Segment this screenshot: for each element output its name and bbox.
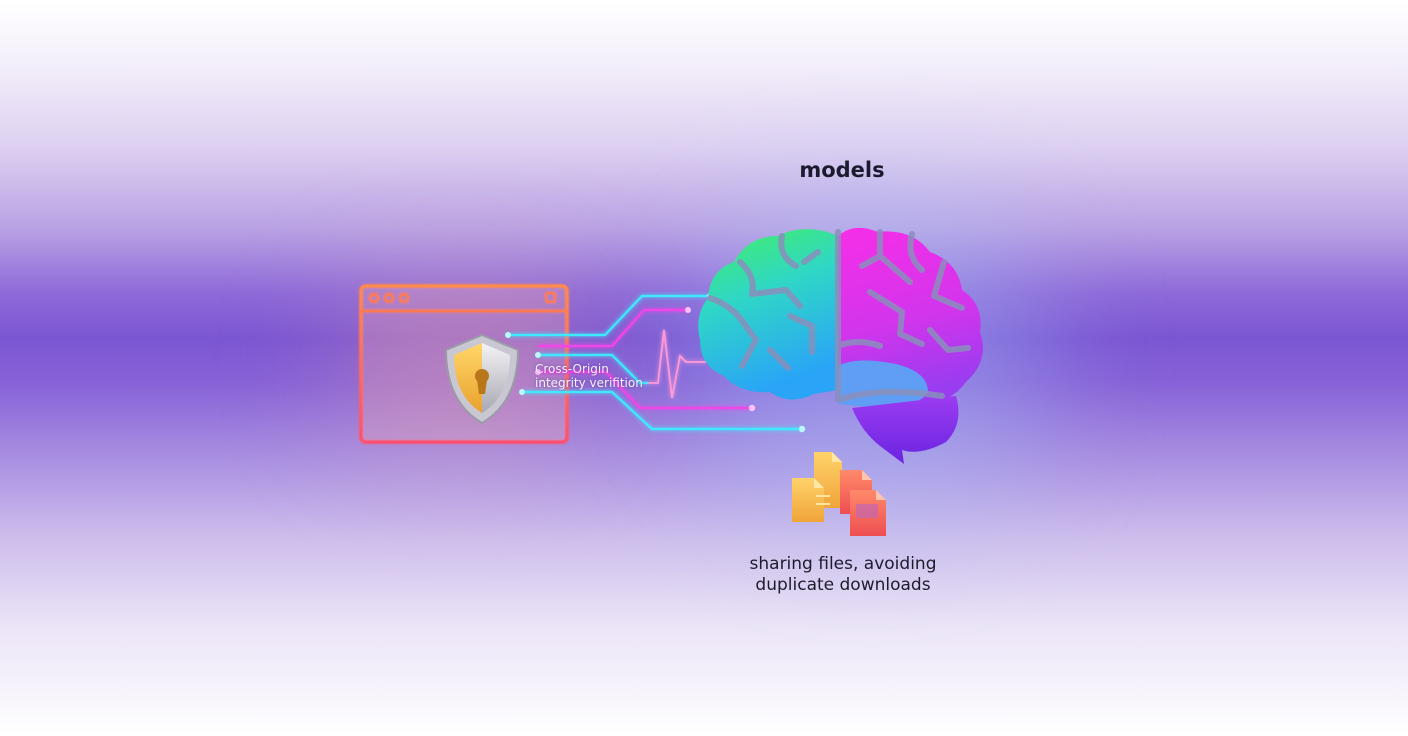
verification-label-line-1: Cross-Origin [535,362,609,376]
diagram-title: models [799,158,885,182]
files-caption-line-2: duplicate downloads [755,575,931,595]
node-magenta-bottom-end [748,404,756,412]
file-gold-front [792,478,830,522]
link-cyan-top [508,294,710,337]
node-cyan-bottom-start [519,389,525,395]
brain-cerebellum [852,396,959,464]
node-cyan-top-start [505,332,511,338]
node-magenta-bottom-start [535,369,541,375]
link-magenta-bottom [538,370,752,410]
node-cyan-bottom-end [798,425,806,433]
heartbeat-pulse-icon [648,329,706,399]
verification-label: Cross-Origin integrity verifition [535,362,643,390]
brain-right-hemisphere [838,227,983,404]
brain-icon [698,227,983,464]
files-caption: sharing files, avoiding duplicate downlo… [720,554,966,596]
link-cyan-mid [538,353,648,385]
file-red-front [850,490,886,536]
brain-left-hemisphere [698,229,838,400]
files-stack-icon [792,452,886,536]
link-magenta-top [538,308,688,348]
files-caption-line-1: sharing files, avoiding [749,554,937,574]
verification-label-line-2: integrity verifition [535,376,643,390]
node-magenta-top-end [685,307,691,313]
shield-keyhole-icon [444,333,520,425]
link-cyan-bottom [522,390,802,431]
node-cyan-mid-start [535,352,541,358]
